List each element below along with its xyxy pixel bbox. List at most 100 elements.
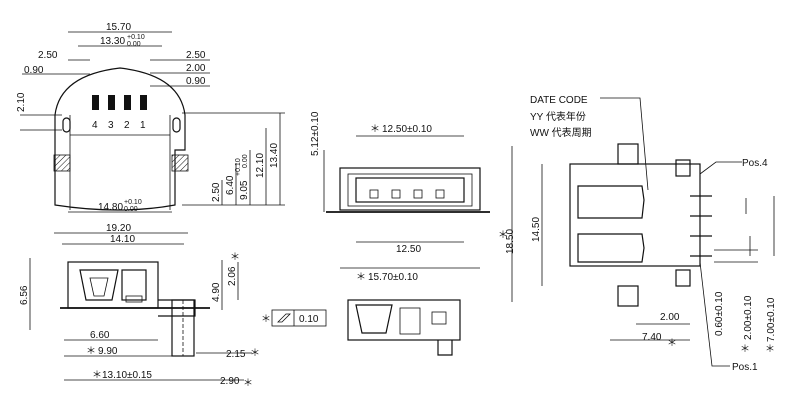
top-view-tab-left (53, 154, 71, 172)
dim-9-90-asterisk: ＊ (86, 346, 96, 357)
front-view-contact-1 (369, 189, 379, 199)
dim-6-40: 6.40 (225, 175, 236, 195)
dim-18-50: 18.50 (505, 229, 516, 254)
dim-2-06-asterisk: ＊ (230, 252, 240, 263)
top-view-hole-right (172, 117, 181, 133)
top-view-pin-2 (124, 95, 131, 110)
pcb-view-post-top (675, 159, 691, 177)
dim-2-15-asterisk: ＊ (250, 348, 260, 359)
dim-9-05: 9.05 (239, 180, 250, 200)
flatness-value: 0.10 (299, 314, 319, 325)
dim-15-70: 15.70 (106, 22, 131, 33)
date-code-title: DATE CODE (530, 95, 588, 106)
pcb-view-post-bottom (675, 269, 691, 287)
dim-2-00-v-asterisk: ＊ (740, 344, 750, 355)
date-code-line2: WW 代表周期 (530, 126, 592, 139)
top-view-pin-1 (140, 95, 147, 110)
dim-0-90-right: 0.90 (186, 76, 206, 87)
dim-14-50: 14.50 (531, 217, 542, 242)
dim-13-10: 13.10±0.15 (102, 370, 152, 381)
dim-14-10: 14.10 (110, 234, 135, 245)
side-view-latch (79, 269, 119, 301)
top-view: 4 3 2 1 15.70 13.30 +0.10 0.00 2.50 0.90… (16, 22, 285, 234)
front-view: ＊ 12.50±0.10 5.12±0.10 12.50 ＊ 15.70±0.1… (310, 111, 490, 283)
pin-label-4: 4 (92, 120, 98, 131)
date-code-leader (600, 97, 649, 191)
pcb-view: DATE CODE YY 代表年份 WW 代表周期 Pos.4 Pos.1 ＊ … (498, 95, 777, 373)
top-view-inner-edges (69, 115, 171, 210)
dim-2-15: 2.15 (226, 349, 246, 360)
bottom-view-pin (437, 340, 453, 356)
bottom-view-window (399, 307, 421, 335)
front-view-contact-2 (391, 189, 401, 199)
top-view-pin-3 (108, 95, 115, 110)
pin-label-3: 3 (108, 120, 114, 131)
dim-12-10: 12.10 (255, 153, 266, 178)
dim-0-60: 0.60±0.10 (714, 291, 725, 336)
bottom-view (347, 299, 461, 356)
dim-2-00-pcb: 2.00 (660, 312, 680, 323)
pos4-label: Pos.4 (742, 158, 768, 169)
dim-7-00-asterisk: ＊ (765, 344, 775, 355)
date-code-line1: YY 代表年份 (530, 110, 586, 123)
bottom-view-latch (355, 304, 393, 334)
dim-14-80-tol-down: 0.00 (124, 206, 138, 213)
dim-9-05-tol-down: 0.00 (242, 154, 249, 168)
dim-19-20: 19.20 (106, 223, 131, 234)
bottom-view-tab (431, 311, 447, 325)
dim-2-10: 2.10 (16, 92, 27, 112)
dim-5-12: 5.12±0.10 (310, 111, 321, 156)
side-view: 14.10 6.56 4.90 2.06 ＊ 6.60 ＊ 9.90 ＊ 13.… (19, 234, 327, 389)
dim-12-50-asterisk: ＊ (370, 124, 380, 135)
dim-2-50-v: 2.50 (211, 182, 222, 202)
front-view-inner (347, 173, 473, 207)
top-view-hole-left (62, 117, 71, 133)
dim-13-30-tol-up: +0.10 (127, 34, 145, 41)
dim-2-90: 2.90 (220, 376, 240, 387)
side-view-body (67, 261, 159, 309)
pos1-label: Pos.1 (732, 362, 758, 373)
dim-4-90: 4.90 (211, 282, 222, 302)
front-view-contact-3 (413, 189, 423, 199)
dim-12-50: 12.50 (396, 244, 421, 255)
pin-label-2: 2 (124, 120, 130, 131)
pcb-view-tab-top (617, 143, 639, 165)
dim-14-80-tol-up: +0.10 (124, 199, 142, 206)
dim-12-50-tol: 12.50±0.10 (382, 124, 432, 135)
dim-9-90: 9.90 (98, 346, 118, 357)
side-view-contact (125, 295, 143, 303)
front-view-contact-4 (435, 189, 445, 199)
flatness-frame (271, 309, 327, 327)
front-view-tongue (355, 177, 465, 203)
bottom-view-body (347, 299, 461, 341)
pcb-view-slot-top (577, 185, 645, 219)
dim-13-10-asterisk: ＊ (92, 370, 102, 381)
front-view-shell (339, 167, 481, 211)
dim-14-80: 14.80 (98, 202, 123, 213)
dim-2-06: 2.06 (227, 266, 238, 286)
dim-6-56: 6.56 (19, 285, 30, 305)
dim-2-90-asterisk: ＊ (243, 378, 253, 389)
dim-7-40-asterisk: ＊ (667, 338, 677, 349)
flatness-asterisk: ＊ (261, 314, 271, 325)
pcb-view-slot-bottom (577, 233, 645, 263)
dim-6-60: 6.60 (90, 330, 110, 341)
dim-0-90-left: 0.90 (24, 65, 44, 76)
pos4-leader (699, 161, 742, 175)
side-view-latch-inner (89, 277, 109, 297)
pin-label-1: 1 (140, 120, 146, 131)
pcb-view-tab-bottom (617, 285, 639, 307)
side-view-window (121, 269, 147, 301)
dim-15-70-front: 15.70±0.10 (368, 272, 418, 283)
pcb-view-body (569, 163, 701, 267)
dim-2-00-v: 2.00±0.10 (743, 295, 754, 340)
dim-7-40: 7.40 (642, 332, 662, 343)
dim-13-30-tol-down: 0.00 (127, 41, 141, 48)
top-view-tab-right (171, 154, 189, 172)
dim-18-50-asterisk: ＊ (498, 230, 508, 241)
dim-2-50-left: 2.50 (38, 50, 58, 61)
dim-7-00: 7.00±0.10 (766, 297, 777, 342)
pos1-leader (699, 261, 730, 367)
dim-2-00: 2.00 (186, 63, 206, 74)
dim-2-50-right: 2.50 (186, 50, 206, 61)
